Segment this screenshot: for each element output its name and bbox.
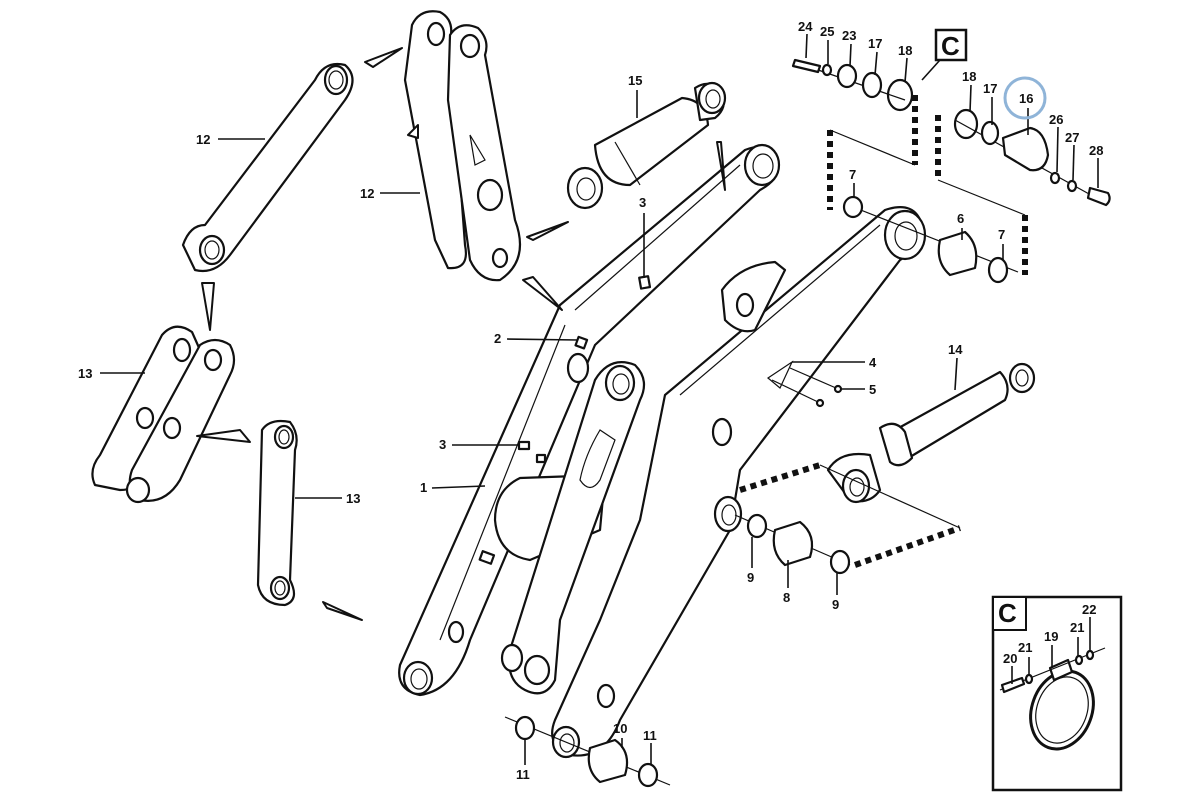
assembly-arrow [526,221,569,241]
callout-23[interactable]: 23 [842,28,856,43]
bushing-8[interactable] [772,520,814,567]
washer-11-left[interactable] [514,715,536,741]
washer-25[interactable] [821,63,833,77]
washer-23[interactable] [836,63,858,89]
detail-box-title: C [998,598,1017,628]
callout-25[interactable]: 25 [820,24,834,39]
link-13[interactable] [256,419,298,607]
callout-28[interactable]: 28 [1089,143,1103,158]
callout-12[interactable]: 12 [360,186,374,201]
callout-16[interactable]: 16 [1019,91,1033,106]
screw-5b[interactable] [815,398,825,408]
callout-3[interactable]: 3 [639,195,646,210]
assembly-arrow [322,601,363,621]
bolt-20[interactable] [1000,676,1026,694]
highlight-ring-16 [1003,76,1047,120]
callout-11[interactable]: 11 [516,767,530,782]
detail-ref-label: C [941,31,960,61]
assembly-arrow [196,429,251,443]
pin-set-11-10 [504,715,671,788]
detail-box-c: C 19 20 21 21 22 [991,595,1123,792]
callout-9[interactable]: 9 [832,597,839,612]
callout-15[interactable]: 15 [628,73,642,88]
callout-7[interactable]: 7 [998,227,1005,242]
washer-17-right[interactable] [980,120,1000,146]
pin-set-9-8 [734,513,851,575]
callout-26[interactable]: 26 [1049,112,1063,127]
decal-3-side [517,440,531,451]
pin-16[interactable] [1001,126,1050,172]
bolt-28[interactable] [1086,186,1111,207]
washer-9-left[interactable] [746,513,768,539]
washer-11-right[interactable] [637,762,659,788]
callout-3[interactable]: 3 [439,437,446,452]
pin-set-top [791,58,914,112]
assembly-arrow [364,47,403,68]
callout-18[interactable]: 18 [898,43,912,58]
plate-4[interactable] [766,360,843,408]
callout-17[interactable]: 17 [868,36,882,51]
washer-26[interactable] [1049,171,1061,185]
callout-21[interactable]: 21 [1070,620,1084,635]
callout-6[interactable]: 6 [957,211,964,226]
callout-13[interactable]: 13 [78,366,92,381]
ring-18-top[interactable] [886,78,914,112]
callout-13[interactable]: 13 [346,491,360,506]
washer-7-right[interactable] [987,256,1009,284]
dashed-callout-boxes [739,95,1028,568]
callout-21[interactable]: 21 [1018,640,1032,655]
callout-10[interactable]: 10 [613,721,627,736]
clamp-ring-19[interactable] [1020,662,1104,758]
callout-24[interactable]: 24 [798,19,813,34]
bolt-24[interactable] [791,58,822,74]
link-12[interactable] [181,62,354,273]
washer-9-right[interactable] [829,549,851,575]
washer-21a[interactable] [1024,673,1034,685]
decal-3-side-b [535,453,547,464]
leader-lines [100,33,1099,765]
washer-27[interactable] [1066,179,1078,193]
ring-18-right[interactable] [953,108,979,140]
washer-21b[interactable] [1074,654,1084,666]
cylinder-14[interactable] [826,362,1036,504]
washer-17-top[interactable] [861,71,883,99]
callout-17[interactable]: 17 [983,81,997,96]
detail-ref-c[interactable]: C [934,28,968,62]
assembly-arrow [716,141,726,191]
callout-22[interactable]: 22 [1082,602,1096,617]
decal-3-top [638,275,652,290]
decal-2 [574,335,589,350]
assembly-arrow [407,124,419,139]
callout-11[interactable]: 11 [643,728,657,743]
callout-12[interactable]: 12 [196,132,210,147]
arm-top-bushing [743,143,781,187]
callout-7[interactable]: 7 [849,167,856,182]
cylinder-15[interactable] [566,81,727,210]
nut-22[interactable] [1085,649,1095,661]
assembly-arrow [522,276,563,311]
bellcrank-12[interactable] [403,10,522,282]
bushing-10[interactable] [587,738,629,784]
bushing-6[interactable] [937,230,978,277]
lift-arm-link[interactable] [500,361,646,695]
arm-bracket [720,260,787,333]
pin-set-7-6 [842,195,1019,284]
callout-19[interactable]: 19 [1044,629,1058,644]
callout-4[interactable]: 4 [869,355,877,370]
decal-plate [478,550,496,565]
assembly-arrow [201,282,215,331]
callout-2[interactable]: 2 [494,331,501,346]
callout-20[interactable]: 20 [1003,651,1017,666]
pin-set-right [953,108,1111,207]
callout-27[interactable]: 27 [1065,130,1079,145]
callout-5[interactable]: 5 [869,382,876,397]
washer-7-left[interactable] [842,195,864,219]
callout-18[interactable]: 18 [962,69,976,84]
bellcrank-13[interactable] [91,325,236,504]
callout-14[interactable]: 14 [948,342,963,357]
callout-8[interactable]: 8 [783,590,790,605]
callout-9[interactable]: 9 [747,570,754,585]
callout-1[interactable]: 1 [420,480,427,495]
callout-labels: 1 2 3 3 4 5 6 7 7 8 9 9 10 11 11 12 12 1… [78,19,1103,782]
